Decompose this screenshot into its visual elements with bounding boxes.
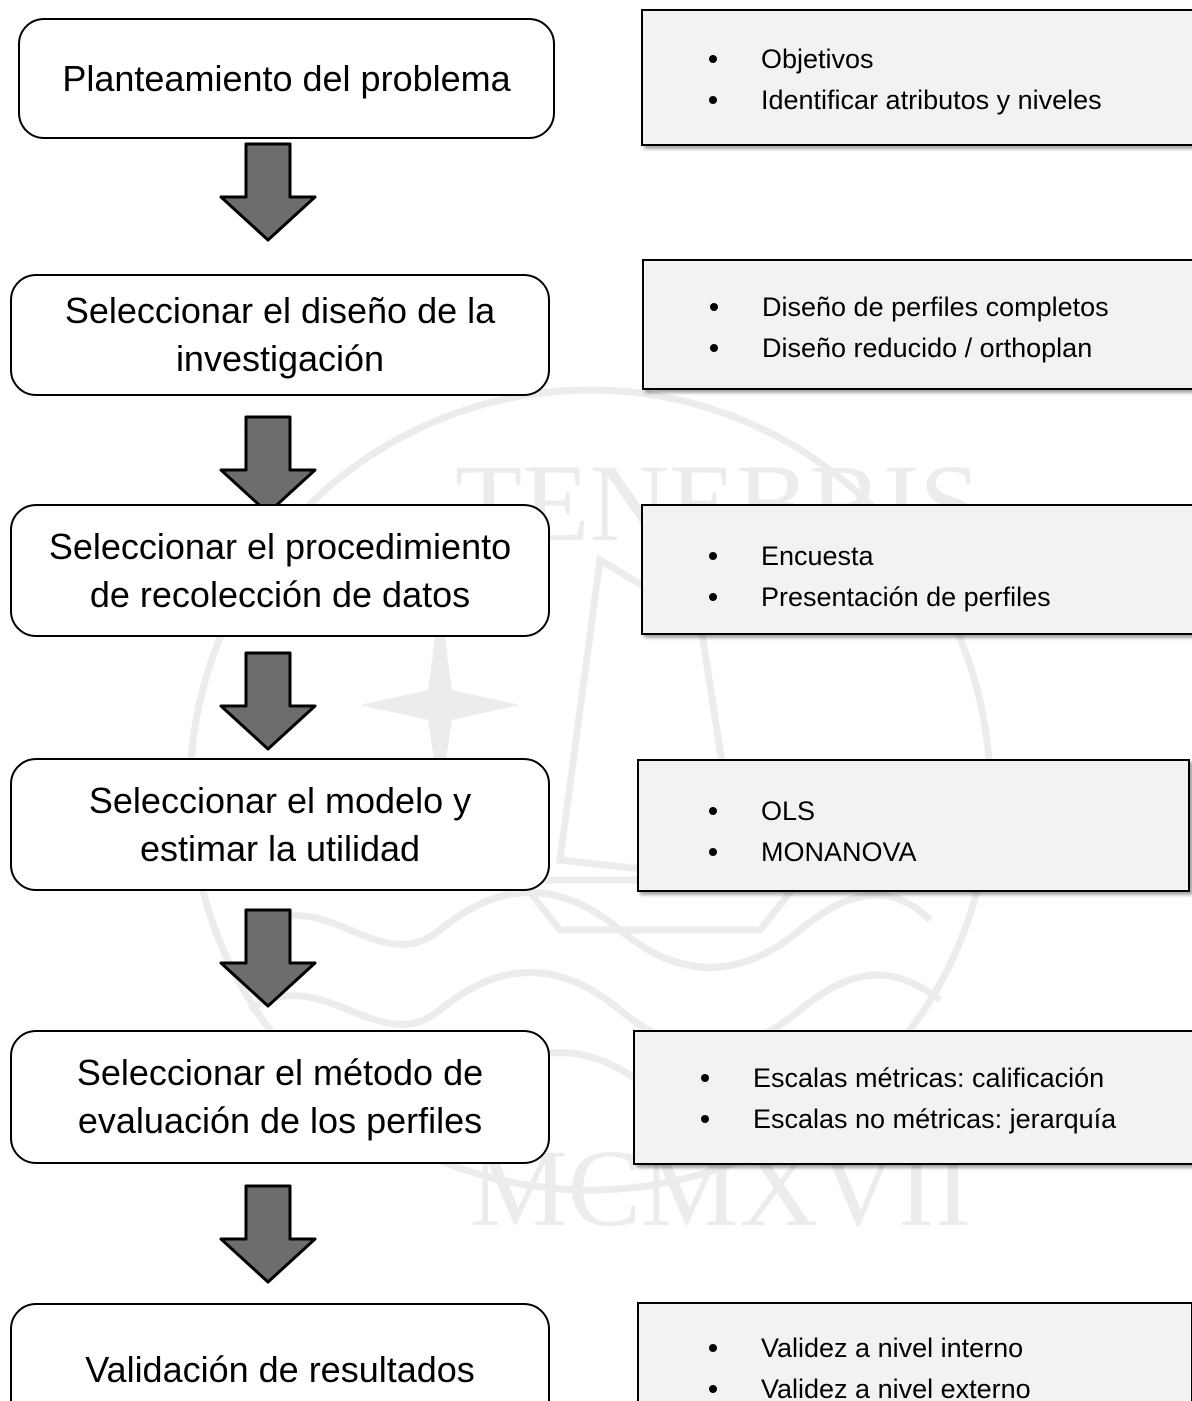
step-box-3: Seleccionar el procedimiento de recolecc… bbox=[10, 504, 550, 637]
step-box-2: Seleccionar el diseño de la investigació… bbox=[10, 274, 550, 396]
note-item: Objetivos bbox=[709, 39, 1192, 80]
note-box-4: OLS MONANOVA bbox=[637, 759, 1190, 892]
step-box-6: Validación de resultados bbox=[10, 1303, 550, 1401]
down-arrow-icon bbox=[219, 1184, 317, 1284]
step-label-1: Planteamiento del problema bbox=[62, 57, 511, 99]
note-item: Presentación de perfiles bbox=[709, 577, 1192, 618]
step-label-4: Seleccionar el modelo y estimar la utili… bbox=[88, 779, 472, 869]
note-box-5: Escalas métricas: calificación Escalas n… bbox=[633, 1030, 1192, 1165]
step-box-1: Planteamiento del problema bbox=[18, 18, 555, 139]
step-label-3: Seleccionar el procedimiento de recolecc… bbox=[48, 525, 512, 615]
note-item: Validez a nivel interno bbox=[709, 1328, 1191, 1369]
note-item: Identificar atributos y niveles bbox=[709, 80, 1192, 121]
note-box-6: Validez a nivel interno Validez a nivel … bbox=[637, 1302, 1192, 1401]
note-item: Escalas no métricas: jerarquía bbox=[701, 1099, 1192, 1140]
step-label-2: Seleccionar el diseño de la investigació… bbox=[64, 290, 496, 379]
step-label-5: Seleccionar el método de evaluación de l… bbox=[76, 1052, 484, 1141]
down-arrow-icon bbox=[219, 651, 317, 751]
note-item: Encuesta bbox=[709, 536, 1192, 577]
down-arrow-icon bbox=[219, 142, 317, 242]
step-box-4: Seleccionar el modelo y estimar la utili… bbox=[10, 758, 550, 891]
note-box-3: Encuesta Presentación de perfiles bbox=[641, 504, 1192, 635]
note-item: Validez a nivel externo bbox=[709, 1369, 1191, 1401]
note-item: Diseño de perfiles completos bbox=[710, 287, 1192, 328]
note-item: Escalas métricas: calificación bbox=[701, 1058, 1192, 1099]
down-arrow-icon bbox=[219, 908, 317, 1008]
down-arrow-icon bbox=[219, 415, 317, 515]
note-box-1: Objetivos Identificar atributos y nivele… bbox=[641, 9, 1192, 146]
note-item: MONANOVA bbox=[709, 832, 1188, 873]
note-item: Diseño reducido / orthoplan bbox=[710, 328, 1192, 369]
step-label-6: Validación de resultados bbox=[85, 1349, 475, 1391]
note-box-2: Diseño de perfiles completos Diseño redu… bbox=[642, 259, 1192, 390]
seal-wave-1 bbox=[257, 889, 933, 971]
step-box-5: Seleccionar el método de evaluación de l… bbox=[10, 1030, 550, 1164]
note-item: OLS bbox=[709, 791, 1188, 832]
